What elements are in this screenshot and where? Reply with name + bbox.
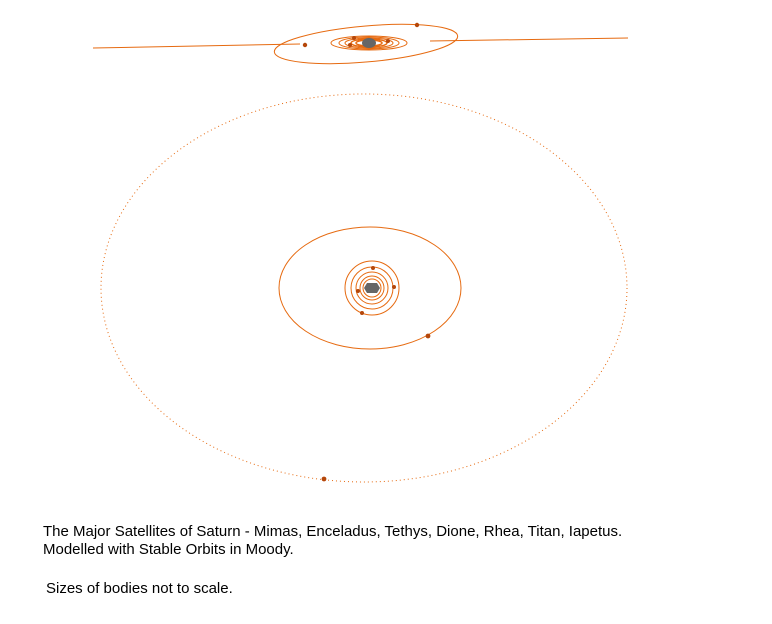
- dione-side: [386, 39, 390, 43]
- saturn-side: [362, 38, 376, 48]
- top-view: [100, 93, 628, 483]
- iapetus-orbit-edge-right: [429, 37, 629, 42]
- side-view: [92, 22, 629, 65]
- orbit-diagram: [92, 22, 629, 483]
- caption-title: The Major Satellites of Saturn - Mimas, …: [43, 523, 623, 540]
- saturn: [364, 283, 380, 293]
- dione-orbit-side: [338, 36, 400, 50]
- enceladus-moon: [356, 289, 360, 293]
- dione-moon: [371, 266, 375, 270]
- iapetus-orbit-edge-left: [92, 43, 301, 49]
- rhea-orbit: [344, 260, 400, 316]
- iapetus-moon: [321, 476, 327, 482]
- caption-note: Sizes of bodies not to scale.: [46, 580, 233, 597]
- iapetus-side: [414, 22, 420, 28]
- tethys-side: [348, 43, 352, 47]
- rhea-moon: [360, 311, 364, 315]
- titan-orbit-side: [273, 23, 459, 65]
- titan-side: [302, 42, 308, 48]
- rhea-orbit-side: [330, 35, 408, 51]
- tethys-moon: [392, 285, 396, 289]
- caption-subtitle: Modelled with Stable Orbits in Moody.: [43, 541, 294, 558]
- titan-orbit: [278, 226, 462, 350]
- iapetus-orbit: [100, 93, 628, 483]
- titan-moon: [425, 333, 431, 339]
- tethys-orbit: [355, 271, 389, 305]
- mimas-orbit: [362, 278, 382, 298]
- enceladus-orbit: [359, 275, 385, 301]
- rhea-side: [352, 36, 356, 40]
